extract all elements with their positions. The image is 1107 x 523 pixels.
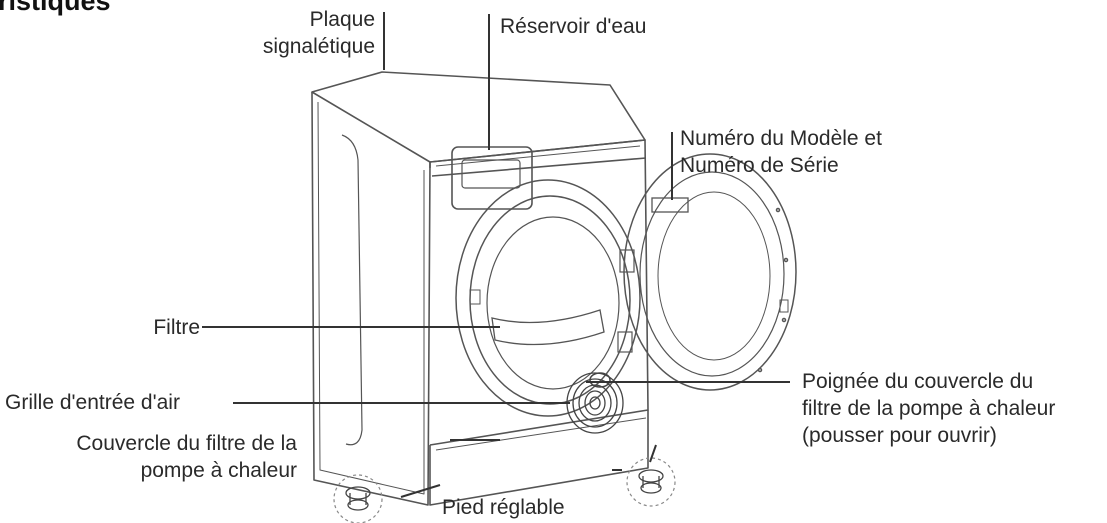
adjustable-feet bbox=[333, 457, 676, 523]
porthole bbox=[455, 179, 641, 417]
label-poignee-couvercle: Poignée du couvercle du filtre de la pom… bbox=[802, 370, 1056, 447]
label-pied-reglable: Pied réglable bbox=[442, 496, 565, 519]
label-numero-modele-serie: Numéro du Modèle et Numéro de Série bbox=[680, 127, 882, 177]
section-heading: ristiques bbox=[0, 0, 111, 16]
label-filtre: Filtre bbox=[153, 316, 200, 339]
air-intake-grille bbox=[566, 372, 624, 434]
label-reservoir-eau: Réservoir d'eau bbox=[500, 15, 647, 38]
dryer-body bbox=[311, 71, 649, 506]
open-door bbox=[623, 153, 797, 391]
label-grille-entree-air: Grille d'entrée d'air bbox=[5, 391, 180, 414]
leader-lines bbox=[202, 12, 790, 498]
label-couvercle-filtre: Couvercle du filtre de la pompe à chaleu… bbox=[76, 432, 297, 482]
label-plaque-signaletique: Plaque signalétique bbox=[262, 8, 375, 58]
